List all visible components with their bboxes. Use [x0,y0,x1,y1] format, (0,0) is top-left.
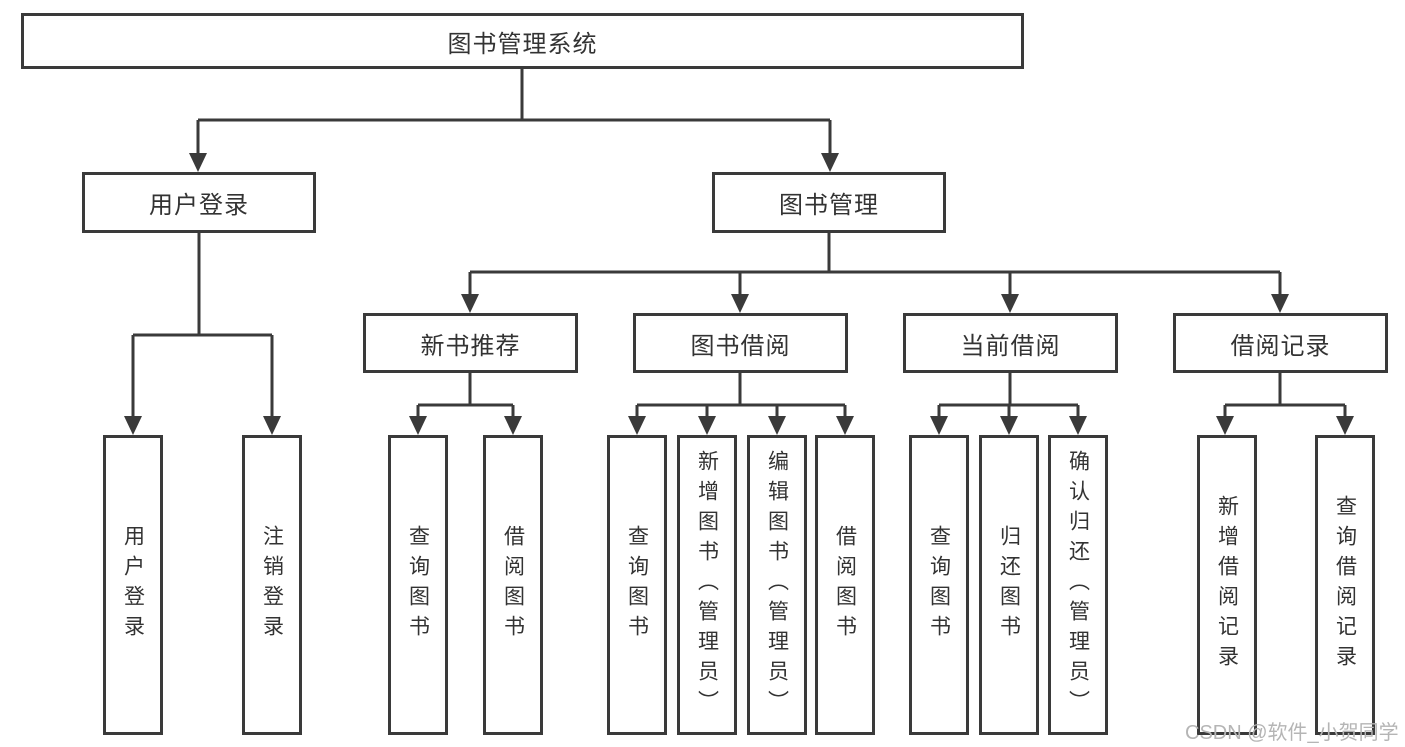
node-label: 确认归还（管理员） [1066,450,1090,720]
node-label: 归还图书 [997,525,1021,645]
arrowhead [698,416,716,435]
node-label: 查询图书 [625,525,649,645]
node-new-book-recommendation: 新书推荐 [363,313,578,373]
node-label: 借阅图书 [501,525,525,645]
leaf-add-books-admin: 新增图书（管理员） [677,435,737,735]
node-user-login: 用户登录 [82,172,316,233]
leaf-add-borrow-record: 新增借阅记录 [1197,435,1257,735]
arrowhead [836,416,854,435]
connector-borrow-records-to-leaves [1223,373,1347,418]
node-library-management-system: 图书管理系统 [21,13,1024,69]
node-label: 查询图书 [927,525,951,645]
connector-current-borrow-to-leaves [937,373,1080,418]
node-label: 新增借阅记录 [1215,495,1239,675]
arrowhead [504,416,522,435]
leaf-return-books: 归还图书 [979,435,1039,735]
node-label: 注销登录 [260,525,284,645]
arrowhead [409,416,427,435]
leaf-query-borrow-record: 查询借阅记录 [1315,435,1375,735]
leaf-edit-books-admin: 编辑图书（管理员） [747,435,807,735]
arrowhead [1000,416,1018,435]
node-label: 新书推荐 [420,332,521,360]
leaf-borrow-books: 借阅图书 [815,435,875,735]
connector-root-to-level2 [196,69,832,155]
arrowhead [821,153,839,172]
arrowhead [1336,416,1354,435]
arrowhead [731,294,749,313]
arrowhead [628,416,646,435]
node-label: 用户登录 [121,525,145,645]
csdn-watermark: CSDN @软件_小贺同学 [1185,722,1399,744]
node-label: 图书管理 [779,192,879,219]
leaf-confirm-return-admin: 确认归还（管理员） [1048,435,1108,735]
arrowhead [263,416,281,435]
arrowhead [1271,294,1289,313]
node-book-management: 图书管理 [712,172,946,233]
leaf-borrow-books: 借阅图书 [483,435,543,735]
node-borrowing-records: 借阅记录 [1173,313,1388,373]
leaf-user-login: 用户登录 [103,435,163,735]
node-label: 借阅图书 [833,525,857,645]
arrowhead [461,294,479,313]
node-book-borrowing: 图书借阅 [633,313,848,373]
connector-user-login-to-leaves [131,233,274,418]
node-label: 新增图书（管理员） [695,450,719,720]
node-label: 查询借阅记录 [1333,495,1357,675]
connector-book-borrow-to-leaves [635,373,847,418]
connector-book-mgmt-to-level3 [468,233,1282,296]
leaf-query-books: 查询图书 [388,435,448,735]
leaf-query-books: 查询图书 [909,435,969,735]
node-label: 查询图书 [406,525,430,645]
arrowheads [124,153,1354,435]
node-label: 当前借阅 [960,332,1061,360]
leaf-logout: 注销登录 [242,435,302,735]
arrowhead [930,416,948,435]
arrowhead [1216,416,1234,435]
node-label: 图书借阅 [690,332,791,360]
node-label: 编辑图书（管理员） [765,450,789,720]
arrowhead [768,416,786,435]
connector-new-book-to-leaves [416,373,515,418]
node-label: 图书管理系统 [447,30,598,58]
arrowhead [189,153,207,172]
arrowhead [1069,416,1087,435]
node-label: 用户登录 [149,192,249,219]
node-current-borrowing: 当前借阅 [903,313,1118,373]
leaf-query-books: 查询图书 [607,435,667,735]
arrowhead [1001,294,1019,313]
arrowhead [124,416,142,435]
node-label: 借阅记录 [1230,332,1331,360]
